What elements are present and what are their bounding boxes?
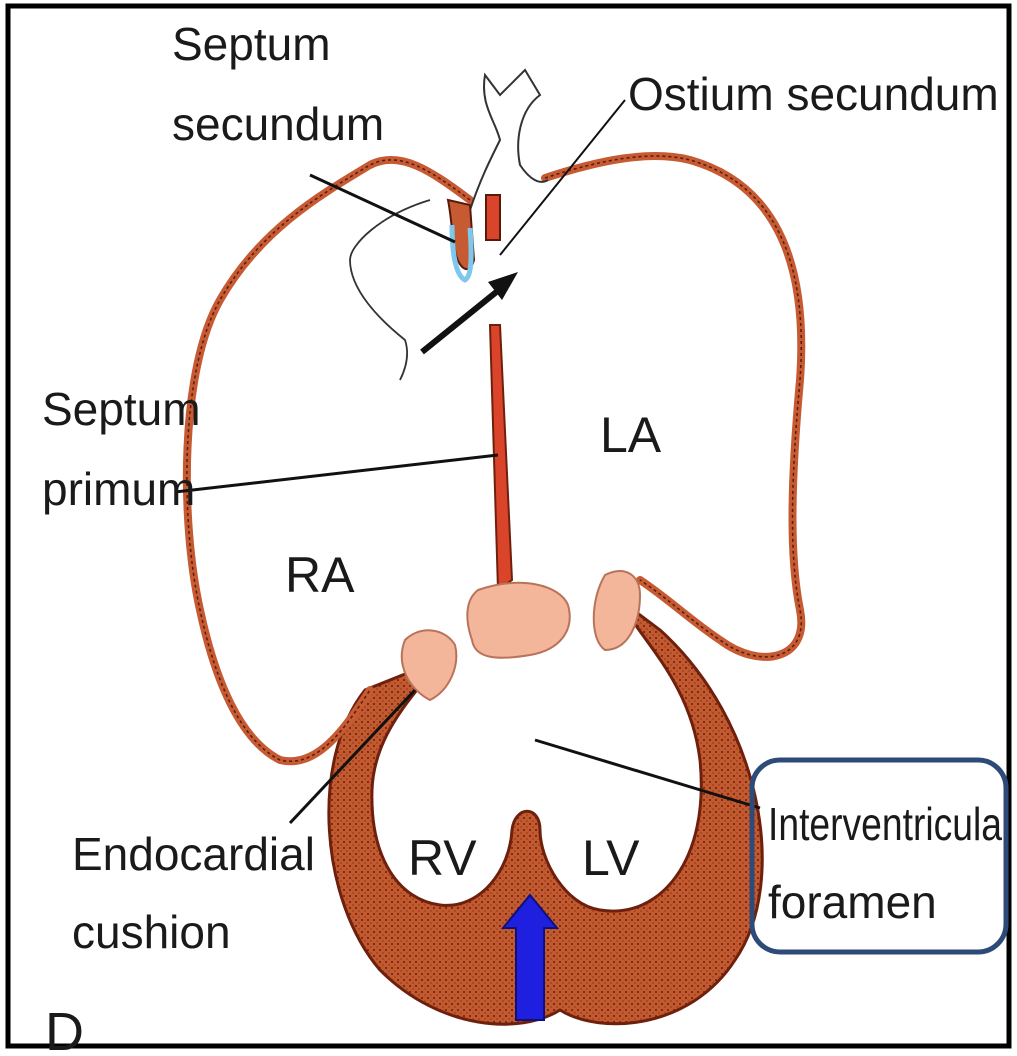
- label-interventricular-foramen-line1: Interventricula: [768, 798, 1002, 850]
- panel-letter: D: [45, 1002, 84, 1051]
- label-septum-primum-line2: primum: [42, 463, 195, 515]
- septum-primum: [490, 325, 512, 590]
- label-septum-secundum-line2: secundum: [172, 98, 384, 150]
- chamber-label-rv: RV: [408, 830, 477, 886]
- ventricle-wall: [329, 600, 762, 1024]
- endocardial-cushion-center: [467, 583, 569, 658]
- chamber-label-la: LA: [600, 407, 662, 463]
- chamber-label-lv: LV: [582, 830, 640, 886]
- label-endocardial-cushion-line1: Endocardial: [72, 828, 315, 880]
- chamber-label-ra: RA: [285, 547, 355, 603]
- label-septum-secundum-line1: Septum: [172, 18, 331, 70]
- label-septum-primum-line1: Septum: [42, 383, 201, 435]
- leader-septum-secundum: [310, 175, 455, 242]
- endocardial-cushion-right: [594, 571, 640, 650]
- label-interventricular-foramen-line2: foramen: [768, 876, 937, 928]
- label-endocardial-cushion-line2: cushion: [72, 906, 231, 958]
- septum-secundum-right-flap: [486, 195, 500, 240]
- label-ostium-secundum: Ostium secundum: [628, 68, 999, 120]
- leader-septum-primum: [175, 455, 498, 492]
- valve-of-sinus-venosus: [350, 200, 430, 380]
- septum-secundum-roof: [470, 70, 548, 210]
